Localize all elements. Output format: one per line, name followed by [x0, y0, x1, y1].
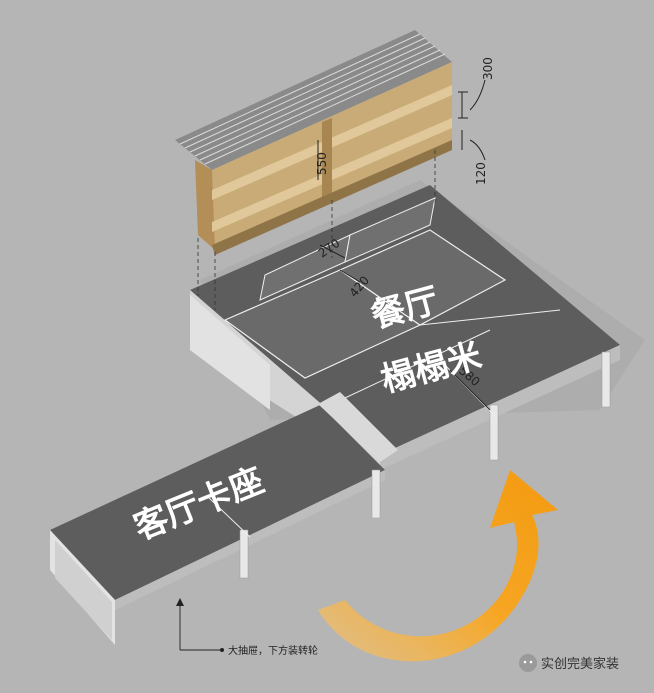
cabinet-divider: [322, 118, 332, 205]
note-bullet: [220, 648, 224, 652]
watermark: 实创完美家装: [519, 654, 619, 672]
projection-lines: [197, 150, 436, 310]
divider-line-1: [419, 309, 561, 326]
cabinet-slat-top: [175, 30, 452, 170]
storage-box-2: [338, 229, 507, 326]
watermark-text: 实创完美家装: [541, 656, 619, 672]
seat-divider: [207, 496, 251, 538]
seat-front-dark: [55, 540, 112, 640]
platform-gap: [318, 392, 398, 462]
wechat-icon: [519, 654, 537, 672]
cabinet-bottom: [212, 140, 452, 255]
seat-side: [115, 470, 385, 610]
tatami-leg-2: [489, 404, 499, 461]
note-text: 大抽屉，下方装转轮: [228, 644, 318, 657]
transition-arrow: [318, 470, 558, 662]
seat-leg-1: [239, 529, 249, 579]
dimension-120: 120: [474, 162, 488, 185]
note-pointer: [179, 605, 220, 651]
seat-top: [50, 405, 385, 600]
storage-box-4: [344, 197, 436, 263]
tatami-side-right: [380, 345, 620, 470]
cabinet-left-side: [195, 160, 215, 250]
cabinet-slats: [179, 33, 446, 165]
tatami-side-left2: [190, 295, 270, 410]
dimension-300: 300: [481, 57, 495, 80]
note-arrowhead: [176, 598, 184, 606]
tatami-leg-1: [601, 351, 611, 408]
seat-leg-2: [371, 469, 381, 519]
dimension-marks: [317, 79, 491, 411]
dimension-550: 550: [315, 152, 329, 175]
divider-line-3: [329, 329, 491, 406]
